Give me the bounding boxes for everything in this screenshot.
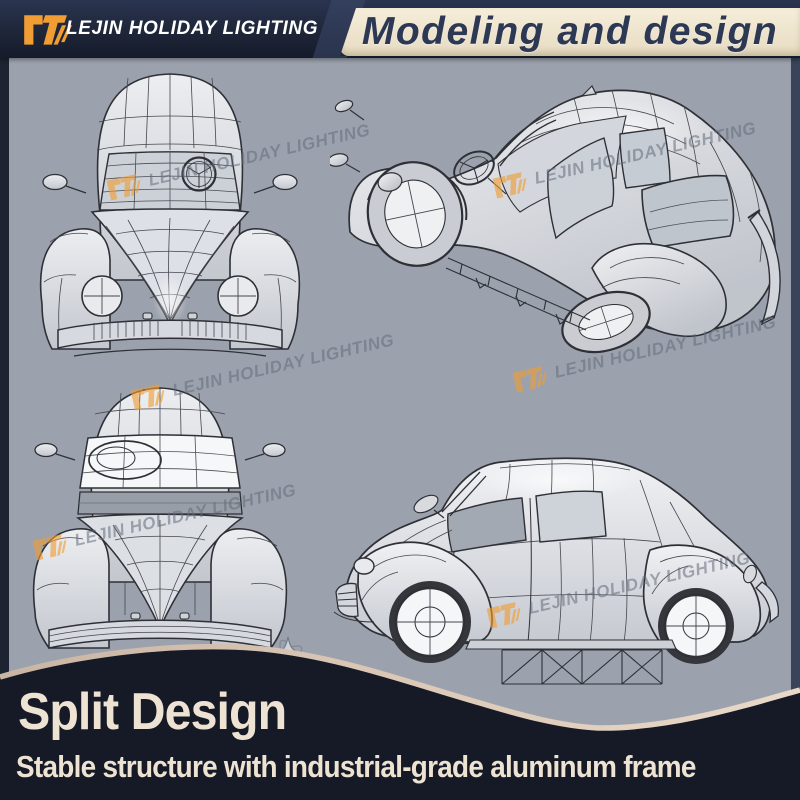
right-frame-border [791,56,800,800]
lt-logo-icon [20,7,72,52]
bottom-banner [0,643,800,800]
page-title: Modeling and design [361,10,779,53]
car-view-rear-top [32,387,288,649]
car-view-top-front [39,73,301,357]
car-view-side [333,457,780,685]
banner-subheading: Stable structure with industrial-grade a… [16,749,696,784]
left-frame-border [0,56,9,800]
brand-text: LEJIN HOLIDAY LIGHTING [66,18,319,39]
car-view-rear-perspective [330,84,781,354]
title-box: Modeling and design [340,8,800,56]
banner-heading: Split Design [18,683,287,741]
